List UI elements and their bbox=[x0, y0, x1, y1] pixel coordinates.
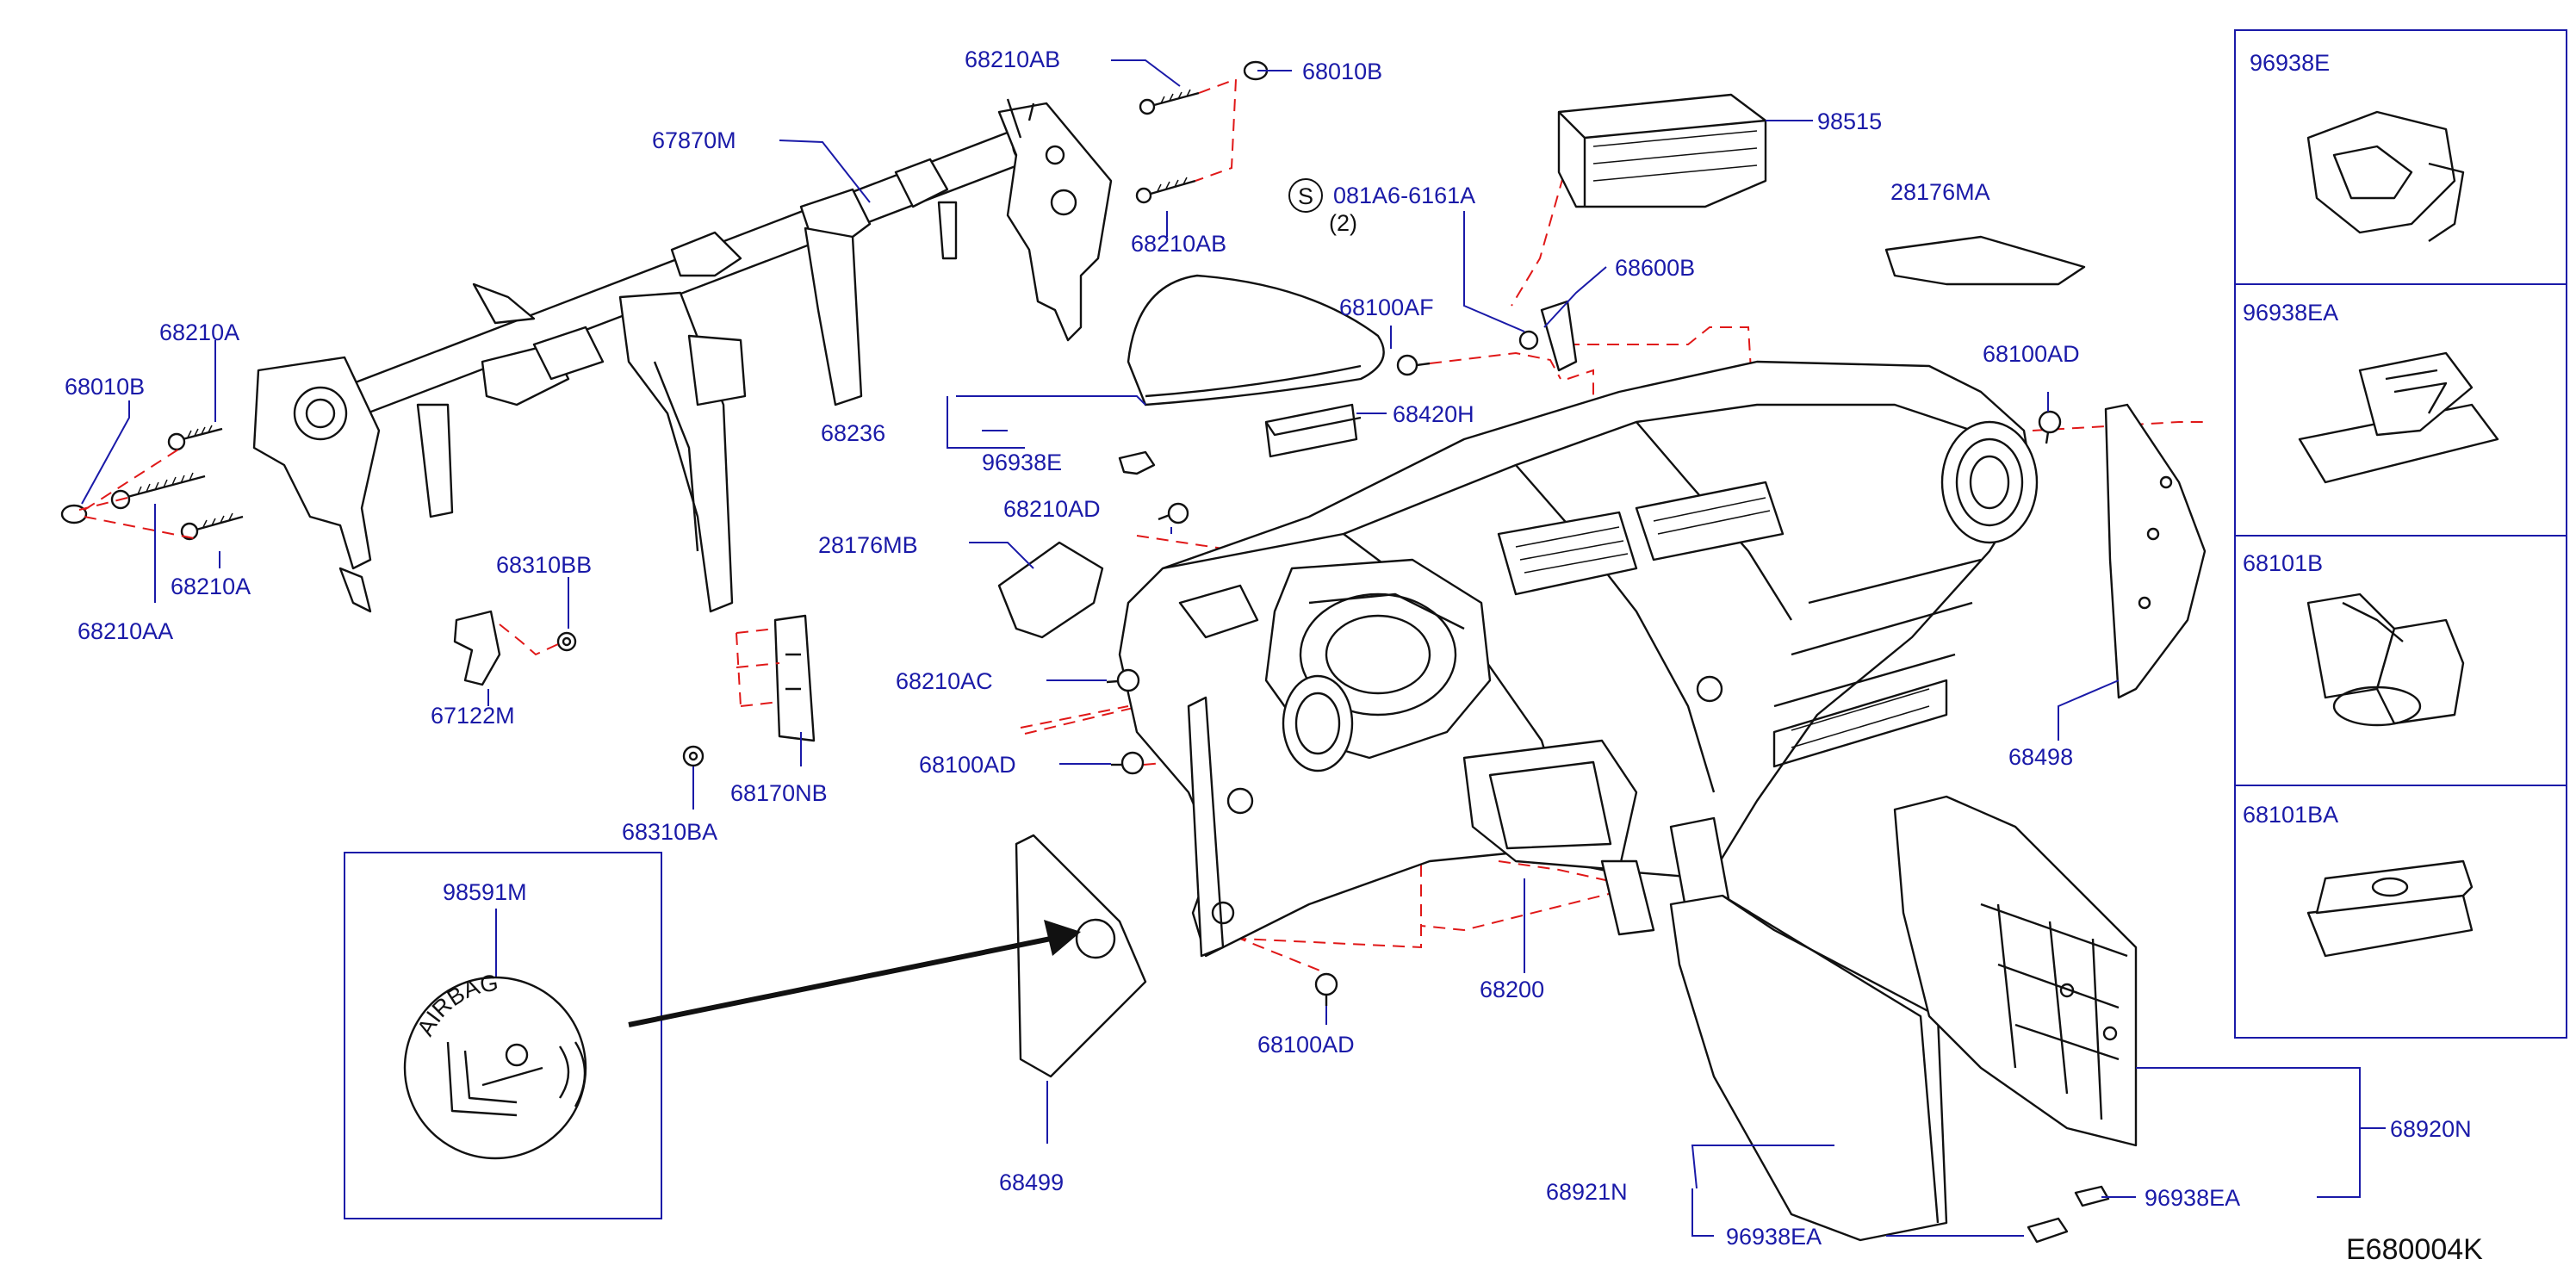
label-68210AA: 68210AA bbox=[78, 618, 173, 644]
label-28176MB: 28176MB bbox=[818, 532, 918, 558]
bracket-68420H bbox=[1264, 403, 1362, 458]
sidebar-label-68101B: 68101B bbox=[2243, 550, 2323, 576]
label-96938EA-right: 96938EA bbox=[2145, 1185, 2240, 1211]
steering-member-67870M bbox=[252, 98, 1113, 742]
lower-panel-68920N bbox=[1893, 795, 2138, 1147]
cover-28176MA bbox=[1884, 235, 2086, 286]
label-081A6-6161A: 081A6-6161A bbox=[1333, 183, 1475, 208]
label-28176MA: 28176MA bbox=[1890, 179, 1990, 205]
instrument-panel-68200 bbox=[1118, 360, 2039, 958]
label-68310BA: 68310BA bbox=[622, 819, 717, 845]
label-68100AD-left: 68100AD bbox=[919, 752, 1016, 778]
part-labels: 67870M 68210AB 68010B 68210AB 68210A 680… bbox=[65, 47, 2483, 1266]
label-68236: 68236 bbox=[821, 420, 885, 446]
label-98515: 98515 bbox=[1817, 109, 1882, 134]
label-68010B-top: 68010B bbox=[1302, 59, 1382, 84]
label-68100AD-bottom: 68100AD bbox=[1257, 1032, 1355, 1058]
sidebar-label-96938EA: 96938EA bbox=[2243, 300, 2338, 326]
bolt-68100AF bbox=[1396, 354, 1431, 376]
label-68210AB-top: 68210AB bbox=[965, 47, 1060, 72]
service-symbol-icon bbox=[1288, 178, 1323, 213]
label-68921N: 68921N bbox=[1546, 1179, 1628, 1205]
bolt-68100AD-bottom bbox=[1314, 972, 1338, 1006]
clip-sidebar bbox=[2234, 29, 2567, 1039]
label-68310BB: 68310BB bbox=[496, 552, 592, 578]
clip-96938EA-icon bbox=[2298, 351, 2499, 484]
label-68210A-bottom: 68210A bbox=[171, 574, 251, 599]
label-68100AD-right: 68100AD bbox=[1983, 341, 2080, 367]
label-68920N: 68920N bbox=[2390, 1116, 2472, 1142]
label-98591M: 98591M bbox=[443, 879, 527, 905]
side-panel-68498 bbox=[2104, 403, 2207, 699]
lower-panel-68921N bbox=[1669, 894, 1948, 1242]
label-68100AF: 68100AF bbox=[1339, 295, 1434, 320]
clip-96938EA-right bbox=[2074, 1185, 2110, 1207]
airbag-emblem-inset: AIRBAG bbox=[344, 852, 662, 1219]
clip-96938E-icon bbox=[2306, 110, 2465, 242]
label-68210AD: 68210AD bbox=[1003, 496, 1101, 522]
clip-68101B-icon bbox=[2306, 592, 2465, 727]
label-68210AB-mid: 68210AB bbox=[1131, 231, 1226, 257]
label-68200: 68200 bbox=[1480, 977, 1544, 1002]
fasteners-left bbox=[60, 60, 1269, 767]
side-cover-68499 bbox=[1015, 834, 1147, 1078]
label-68210A-top: 68210A bbox=[159, 320, 239, 345]
bolt-68210AC bbox=[1106, 668, 1140, 692]
clip-68101BA-icon bbox=[2306, 859, 2474, 958]
label-67122M: 67122M bbox=[431, 703, 515, 729]
emblem-arrow bbox=[628, 920, 1081, 1027]
bolt-68100AD-right bbox=[2038, 410, 2062, 444]
sidebar-label-68101BA: 68101BA bbox=[2243, 802, 2338, 828]
clip-96938E-mid bbox=[1118, 450, 1156, 475]
label-96938EA-bottom: 96938EA bbox=[1726, 1224, 1822, 1250]
label-68210AC: 68210AC bbox=[896, 668, 993, 694]
label-68010B-left: 68010B bbox=[65, 374, 145, 400]
meter-hood-68236 bbox=[1127, 274, 1385, 406]
leader-lines bbox=[81, 59, 2386, 1237]
reference-code: E680004K bbox=[2346, 1233, 2483, 1266]
bolt-68100AD-left bbox=[1111, 751, 1145, 775]
label-68499: 68499 bbox=[999, 1169, 1064, 1195]
sidebar-label-96938E: 96938E bbox=[2250, 50, 2330, 76]
label-68420H: 68420H bbox=[1393, 401, 1474, 427]
label-68498: 68498 bbox=[2008, 744, 2073, 770]
airbag-module-98515 bbox=[1557, 93, 1767, 208]
label-68170NB: 68170NB bbox=[730, 780, 828, 806]
label-081A6-quantity: (2) bbox=[1329, 210, 1357, 236]
bracket-68600B bbox=[1518, 300, 1578, 372]
clip-96938EA-bottom bbox=[2027, 1217, 2069, 1244]
label-67870M: 67870M bbox=[652, 127, 736, 153]
cover-28176MB bbox=[997, 541, 1104, 639]
service-symbol: S bbox=[1298, 183, 1313, 209]
label-68600B: 68600B bbox=[1615, 255, 1695, 281]
bolt-68210AD bbox=[1158, 502, 1189, 524]
label-96938E: 96938E bbox=[982, 450, 1062, 475]
